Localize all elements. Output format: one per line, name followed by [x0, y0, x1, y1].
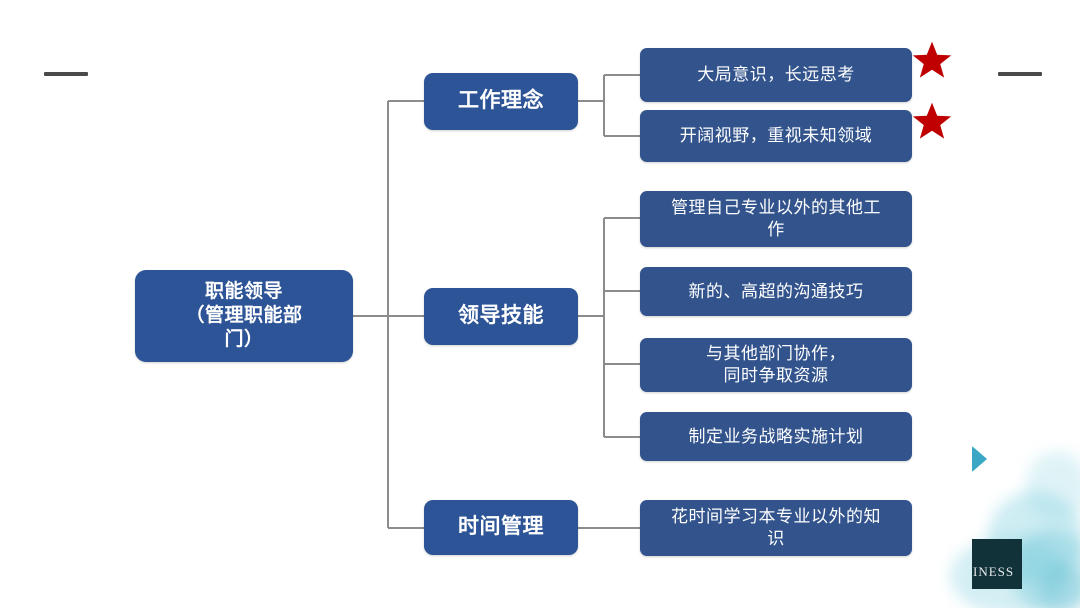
leaf-node-learn-outside-specialty[interactable]: 花时间学习本专业以外的知 识 [640, 500, 912, 556]
root-node-label: 职能领导 （管理职能部 门） [185, 280, 303, 351]
leaf-node-manage-outside-specialty[interactable]: 管理自己专业以外的其他工 作 [640, 191, 912, 247]
watermark-blob [1026, 451, 1080, 521]
leaf-label: 与其他部门协作， 同时争取资源 [706, 344, 846, 385]
watermark-blob [1040, 565, 1080, 608]
watermark-logo-text: INESS [973, 564, 1015, 579]
branch-node-leadership-skills[interactable]: 领导技能 [424, 288, 578, 345]
watermark-blob [1012, 529, 1080, 608]
red-star-icon-2 [912, 102, 952, 139]
branch-node-work-philosophy[interactable]: 工作理念 [424, 73, 578, 130]
corner-dash-right-icon [998, 72, 1042, 76]
leaf-node-open-vision[interactable]: 开阔视野，重视未知领域 [640, 110, 912, 162]
leaf-node-big-picture[interactable]: 大局意识，长远思考 [640, 48, 912, 102]
leaf-label: 花时间学习本专业以外的知 识 [671, 507, 881, 548]
corner-dash-left-icon [44, 72, 88, 76]
branch-node-time-management[interactable]: 时间管理 [424, 500, 578, 555]
leaf-label: 管理自己专业以外的其他工 作 [671, 198, 881, 239]
root-node[interactable]: 职能领导 （管理职能部 门） [135, 270, 353, 362]
red-star-icon-1 [912, 41, 952, 78]
watermark-logo: INESS [972, 539, 1022, 589]
leaf-node-communication-skills[interactable]: 新的、高超的沟通技巧 [640, 267, 912, 316]
leaf-node-cross-department-collaboration[interactable]: 与其他部门协作， 同时争取资源 [640, 338, 912, 392]
leaf-node-business-strategy-plan[interactable]: 制定业务战略实施计划 [640, 412, 912, 461]
watermark-decoration: INESS [930, 433, 1080, 608]
watermark-blob [988, 491, 1080, 583]
watermark-blob [950, 537, 1070, 608]
watermark-arrow-icon [972, 446, 987, 472]
